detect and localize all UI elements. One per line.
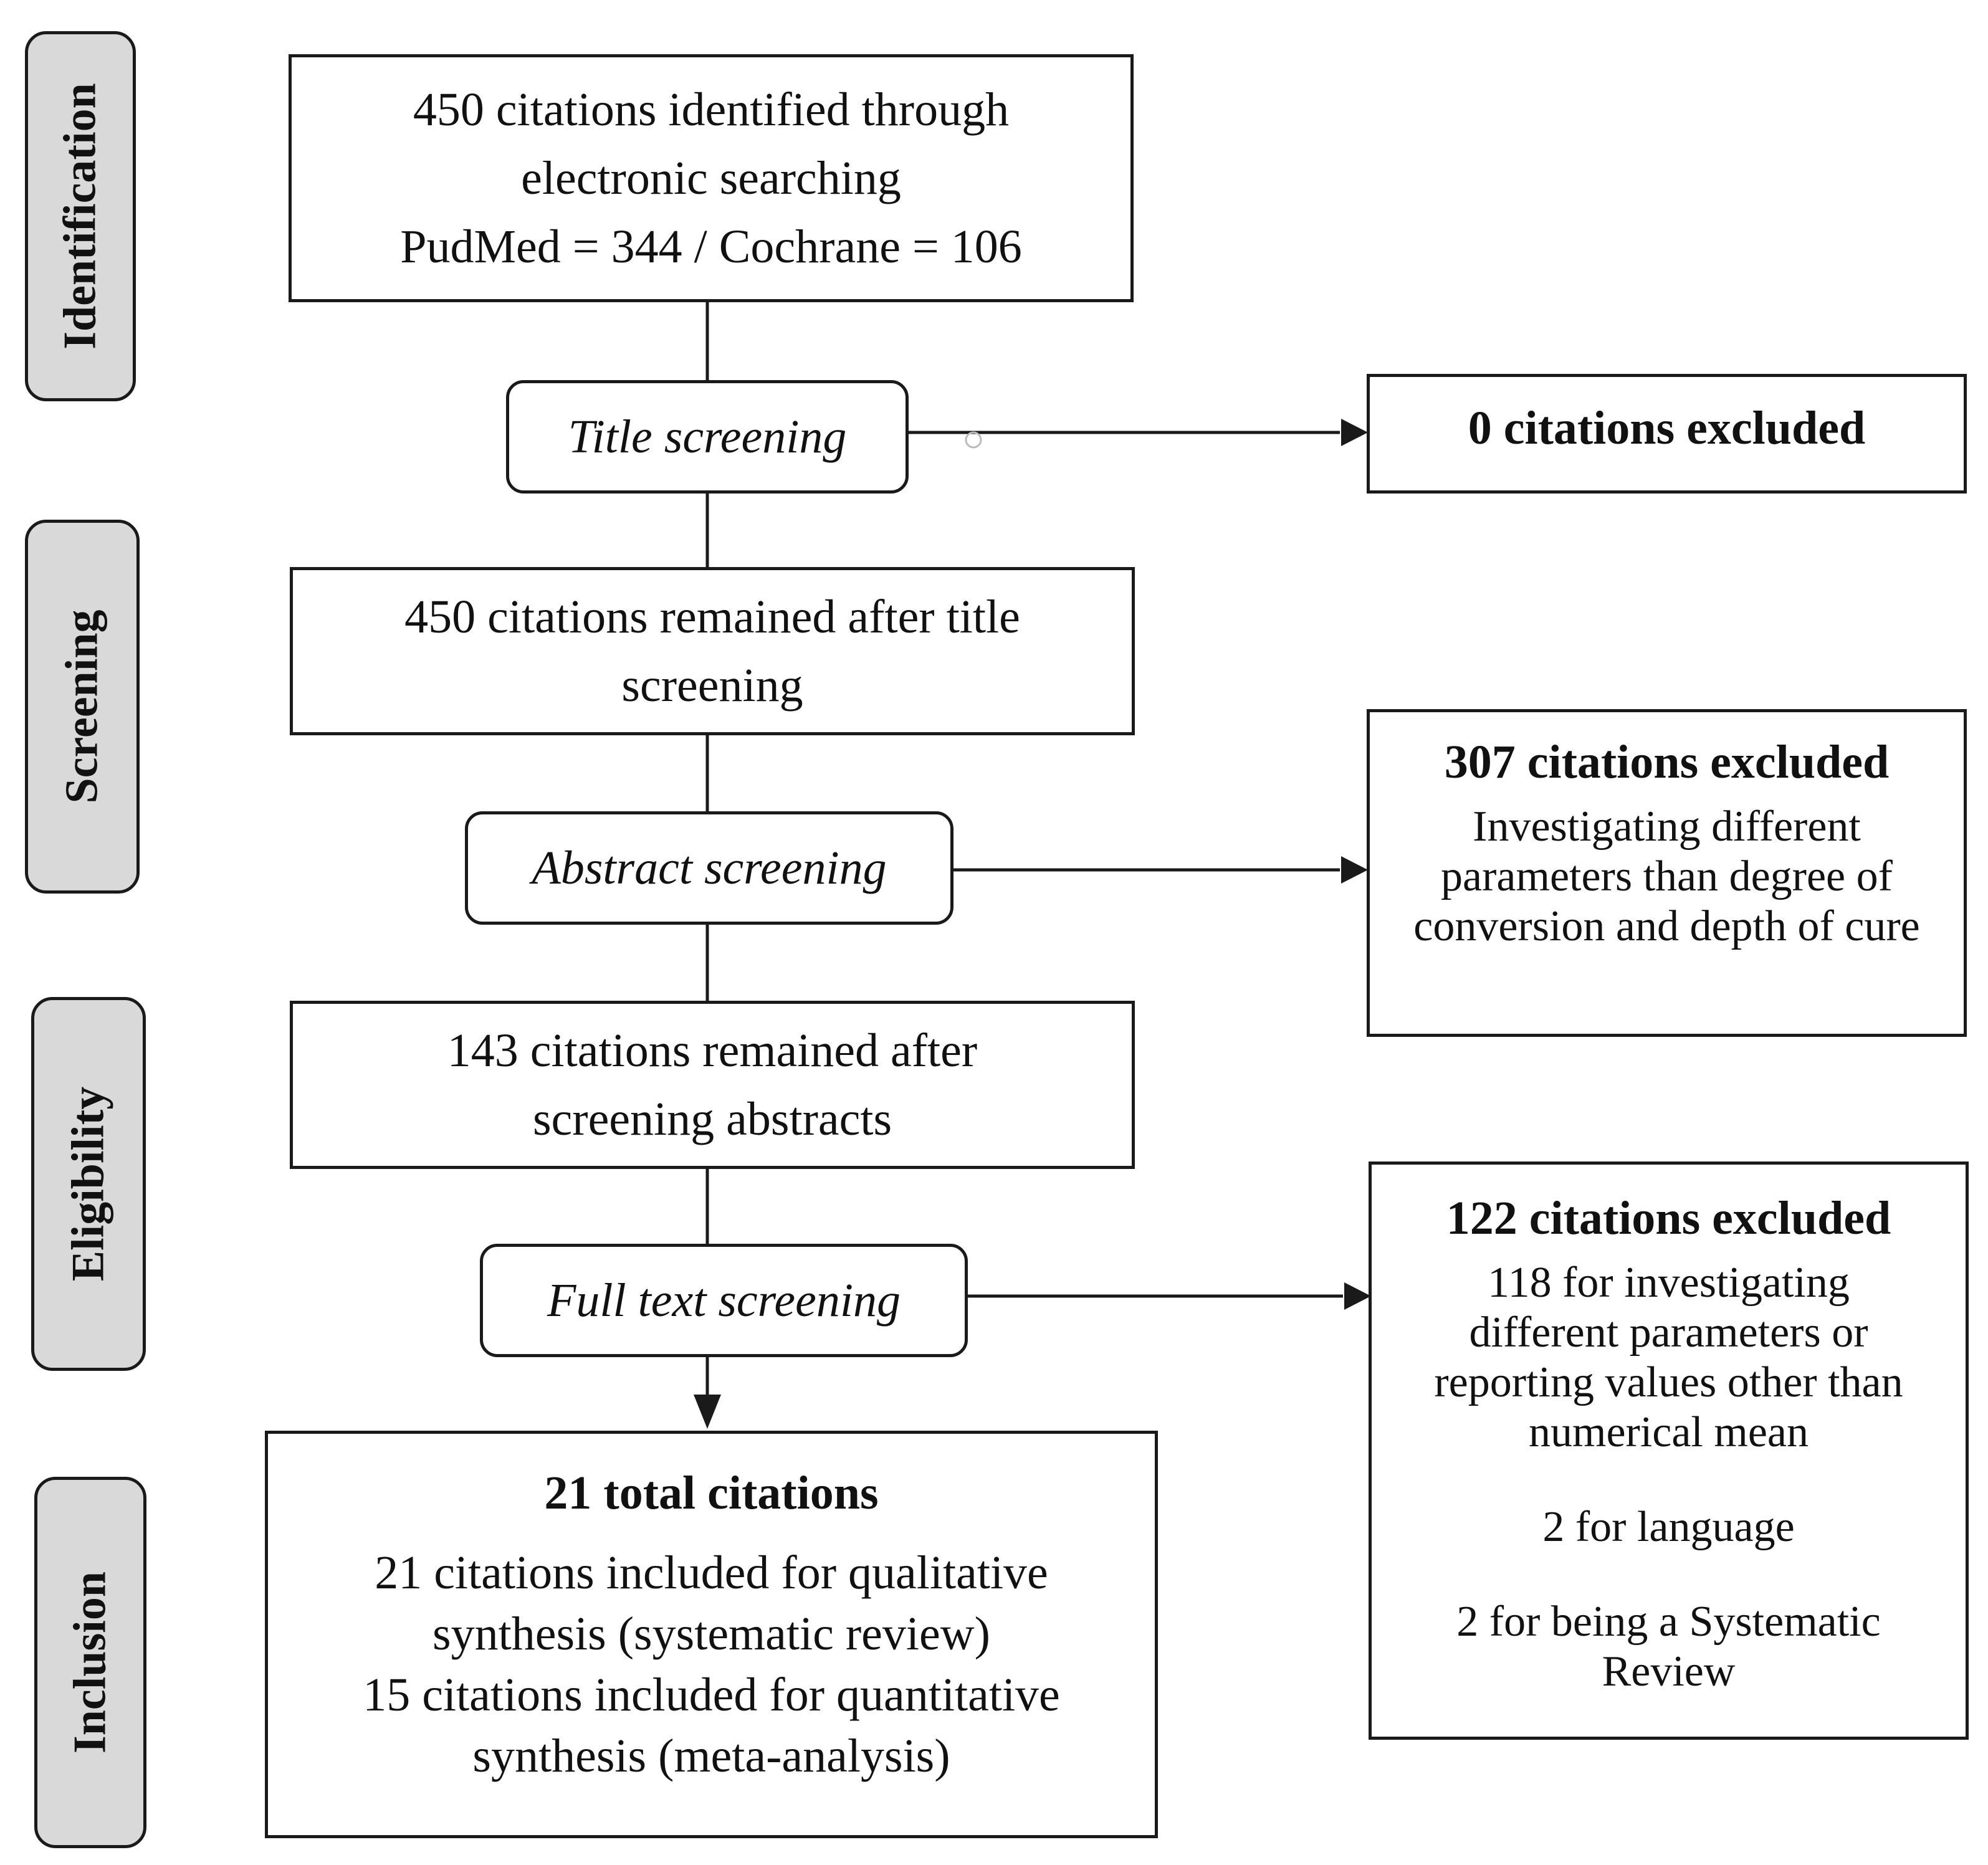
after-abstract-box: 143 citations remained after screening a… <box>290 1001 1135 1169</box>
identified-box: 450 citations identified through electro… <box>289 54 1134 302</box>
arrowhead-title-excluded <box>1341 419 1368 446</box>
abstract-excluded-line-1: Investigating different <box>1473 803 1861 851</box>
fulltext-screening-label: Full text screening <box>547 1274 901 1327</box>
fulltext-reason-2: 2 for language <box>1542 1503 1795 1551</box>
after-abstract-line-1: 143 citations remained after <box>447 1024 978 1077</box>
abstract-excluded-box: 307 citations excluded Investigating dif… <box>1367 709 1967 1037</box>
abstract-excluded-heading: 307 citations excluded <box>1444 736 1890 788</box>
fulltext-screening-box: Full text screening <box>480 1244 968 1357</box>
abstract-screening-box: Abstract screening <box>465 811 953 925</box>
stage-screening: Screening <box>25 520 140 894</box>
title-excluded-heading: 0 citations excluded <box>1468 402 1866 454</box>
stage-eligibility-label: Eligibility <box>62 1086 114 1282</box>
stage-inclusion-label: Inclusion <box>64 1571 116 1754</box>
stage-screening-label: Screening <box>56 609 108 804</box>
fulltext-reason-3-line-1: 2 for being a Systematic <box>1456 1598 1881 1646</box>
abstract-screening-label: Abstract screening <box>532 842 887 894</box>
stage-inclusion: Inclusion <box>34 1477 146 1848</box>
included-line-1: 21 citations included for qualitative <box>375 1547 1048 1599</box>
after-title-box: 450 citations remained after title scree… <box>290 567 1135 735</box>
included-box: 21 total citations 21 citations included… <box>265 1431 1158 1838</box>
identified-line-1: 450 citations identified through <box>413 83 1010 136</box>
abstract-excluded-line-3: conversion and depth of cure <box>1413 902 1920 950</box>
identified-line-3: PudMed = 344 / Cochrane = 106 <box>400 221 1022 273</box>
title-screening-label: Title screening <box>568 411 847 463</box>
after-title-line-1: 450 citations remained after title <box>404 591 1020 643</box>
stray-dot <box>965 431 982 449</box>
fulltext-reason-1-line-2: different parameters or <box>1469 1309 1868 1357</box>
arrowhead-included <box>694 1395 721 1429</box>
fulltext-reason-1-line-3: reporting values other than <box>1434 1358 1903 1406</box>
stage-identification: Identification <box>25 31 136 401</box>
fulltext-reason-1-line-1: 118 for investigating <box>1488 1259 1850 1307</box>
after-title-line-2: screening <box>621 659 803 712</box>
arrowhead-abstract-excluded <box>1341 856 1368 884</box>
included-line-4: synthesis (meta-analysis) <box>472 1730 950 1782</box>
fulltext-excluded-heading: 122 citations excluded <box>1446 1192 1891 1244</box>
arrowhead-fulltext-excluded <box>1344 1282 1371 1310</box>
stage-identification-label: Identification <box>54 83 106 350</box>
fulltext-excluded-box: 122 citations excluded 118 for investiga… <box>1369 1161 1969 1740</box>
identified-line-2: electronic searching <box>521 152 901 204</box>
title-excluded-box: 0 citations excluded <box>1367 374 1967 494</box>
stage-eligibility: Eligibility <box>31 997 146 1371</box>
included-line-2: synthesis (systematic review) <box>432 1608 990 1660</box>
fulltext-reason-3-line-2: Review <box>1602 1648 1736 1696</box>
after-abstract-line-2: screening abstracts <box>532 1093 892 1145</box>
included-heading: 21 total citations <box>544 1467 879 1519</box>
abstract-excluded-line-2: parameters than degree of <box>1441 852 1893 900</box>
included-line-3: 15 citations included for quantitative <box>363 1669 1060 1721</box>
fulltext-reason-1-line-4: numerical mean <box>1529 1408 1809 1456</box>
title-screening-box: Title screening <box>506 380 909 494</box>
